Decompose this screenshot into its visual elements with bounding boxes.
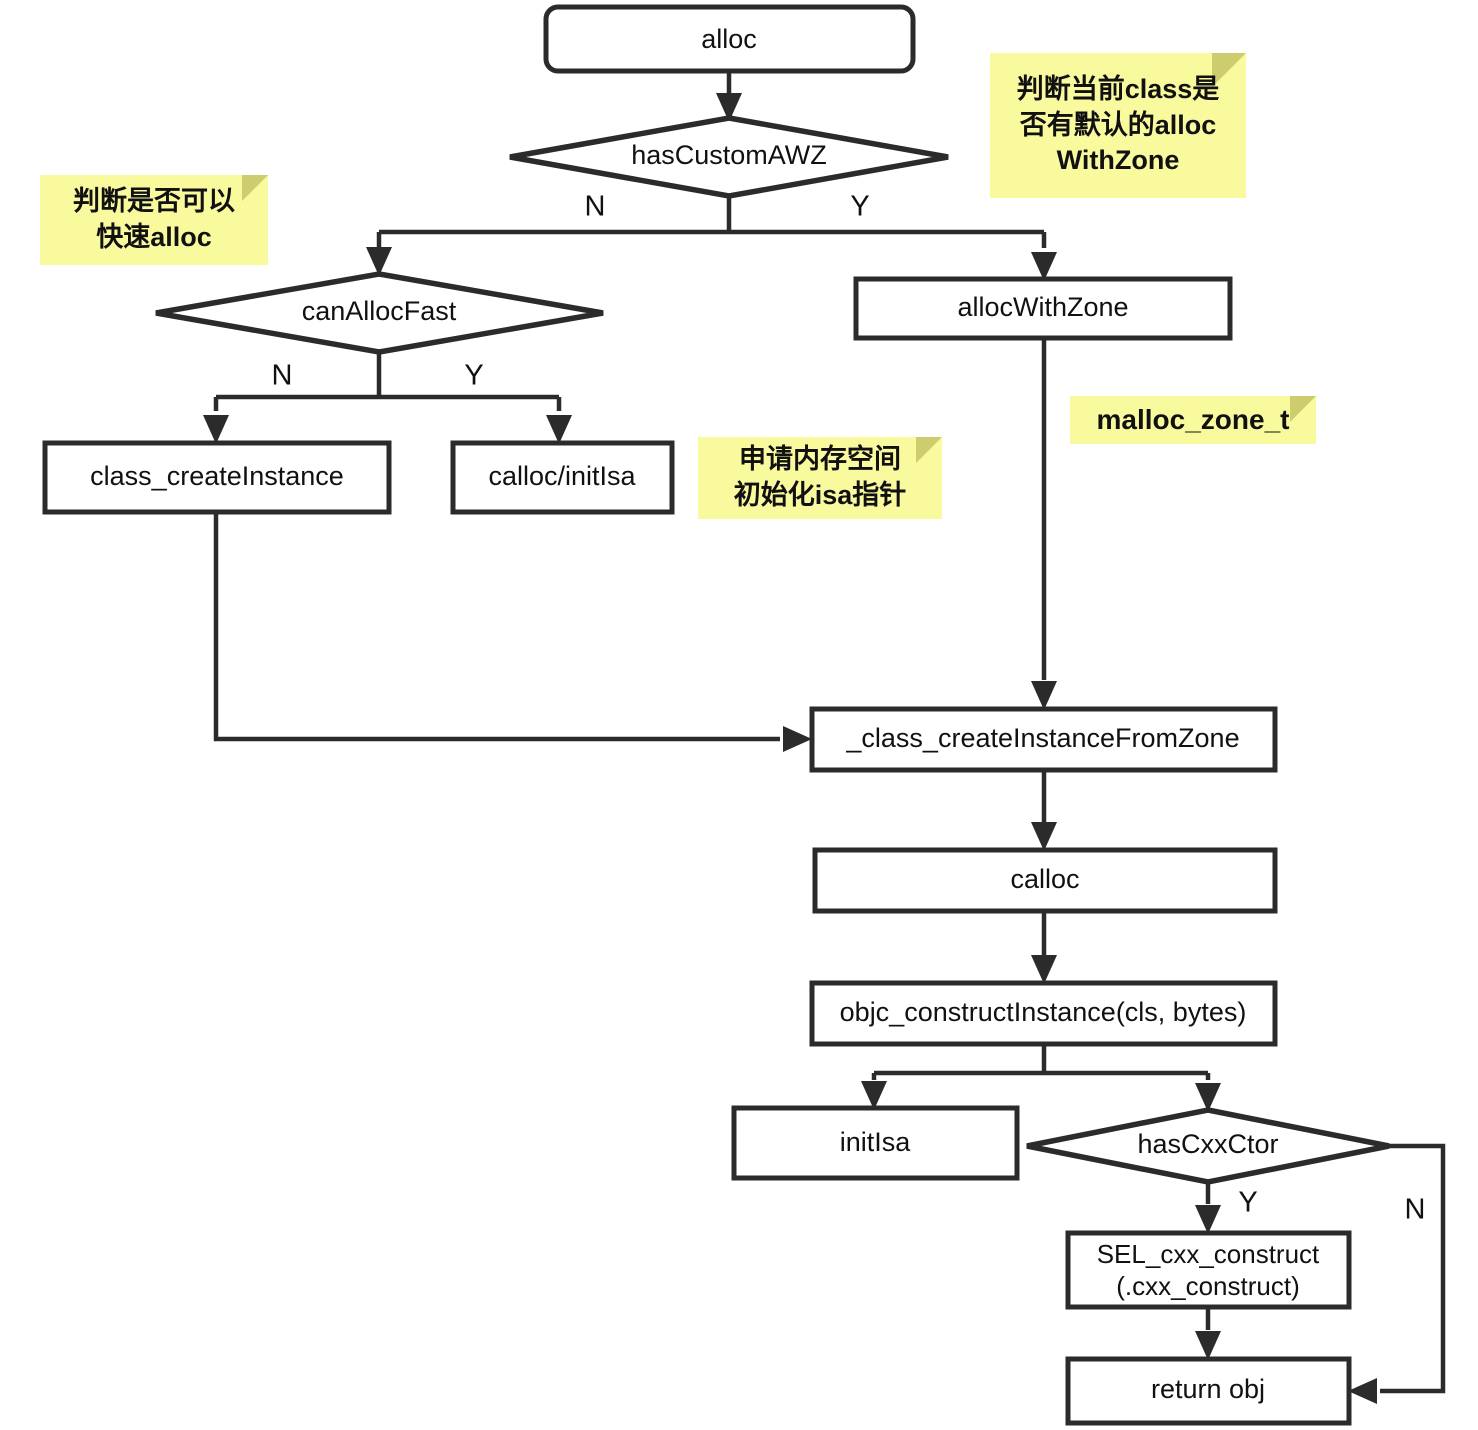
node-class-createinstance-label: class_createInstance: [90, 461, 344, 491]
node-calloc-label: calloc: [1010, 864, 1079, 894]
arrowhead-selcxx-to-returnobj: [1195, 1331, 1221, 1360]
edge-label-canallocfast-y: Y: [464, 360, 483, 392]
node-class-createinstance-shape[interactable]: [42, 440, 392, 515]
node-calloc-shape[interactable]: [812, 847, 1278, 914]
node-hascustomawz[interactable]: hasCustomAWZ: [509, 115, 949, 199]
arrowhead-allocwithzone-to-fromzone: [1031, 681, 1057, 710]
node-alloc[interactable]: alloc: [543, 4, 916, 74]
arrowhead-fromzone-to-calloc: [1031, 822, 1057, 851]
edge-classcreateinstance-to-fromzone: [213, 512, 780, 742]
node-allocwithzone-shape[interactable]: [853, 276, 1233, 341]
note-memory-isa: 申请内存空间 初始化isa指针: [698, 437, 942, 519]
arrowhead-hascxxctor-n-to-returnobj: [1348, 1378, 1377, 1404]
node-hascustomawz-shape[interactable]: [509, 115, 949, 199]
note-has-custom-awz-text: 判断当前class是 否有默认的alloc WithZone: [1016, 74, 1220, 176]
note-memory-isa-text: 申请内存空间 初始化isa指针: [733, 444, 907, 510]
edge-label-hascxxctor-y: Y: [1238, 1187, 1257, 1219]
node-sel-cxx-construct-label-line1: SEL_cxx_construct: [1097, 1239, 1320, 1269]
node-canallocfast-label: canAllocFast: [302, 296, 457, 326]
node-hascxxctor-shape[interactable]: [1026, 1107, 1390, 1185]
node-objc-constructinstance[interactable]: objc_constructInstance(cls, bytes): [809, 980, 1278, 1047]
node-alloc-label: alloc: [701, 24, 757, 54]
arrowhead-calloc-to-constructinstance: [1031, 955, 1057, 984]
node-allocwithzone[interactable]: allocWithZone: [853, 276, 1233, 341]
node-initisa-shape[interactable]: [731, 1105, 1020, 1181]
edge-label-hascxxctor-n: N: [1405, 1194, 1426, 1226]
note-malloc-zone-t-text: malloc_zone_t: [1096, 403, 1290, 435]
node-canallocfast-shape[interactable]: [155, 271, 604, 355]
arrowhead-alloc-to-hascustomawz: [716, 93, 742, 122]
arrowhead-canallocfast-n: [203, 415, 229, 444]
node-class-createinstancefromzone-shape[interactable]: [809, 706, 1278, 773]
node-return-obj[interactable]: return obj: [1065, 1356, 1352, 1426]
node-class-createinstancefromzone[interactable]: _class_createInstanceFromZone: [809, 706, 1278, 773]
node-initisa-label: initIsa: [840, 1127, 912, 1157]
node-hascxxctor-label: hasCxxCtor: [1137, 1129, 1278, 1159]
node-hascustomawz-label: hasCustomAWZ: [631, 140, 827, 170]
edge-label-hascustomawz-n: N: [585, 191, 606, 223]
edge-labels-layer: N Y N Y Y N: [272, 191, 1426, 1226]
arrowhead-hascxxctor-y: [1195, 1205, 1221, 1234]
node-canallocfast[interactable]: canAllocFast: [155, 271, 604, 355]
note-fold-corner-icon: [1212, 53, 1246, 87]
node-alloc-shape[interactable]: [543, 4, 916, 74]
note-can-alloc-fast-text: 判断是否可以 快速alloc: [73, 186, 235, 252]
edge-hascxxctor-n-to-returnobj: [1380, 1143, 1446, 1394]
edge-label-canallocfast-n: N: [272, 360, 293, 392]
node-class-createinstance[interactable]: class_createInstance: [42, 440, 392, 515]
node-allocwithzone-label: allocWithZone: [957, 292, 1128, 322]
nodes-layer: alloc hasCustomAWZ canAllocFast allocWit…: [42, 4, 1390, 1426]
edge-label-hascustomawz-y: Y: [850, 191, 869, 223]
node-class-createinstancefromzone-label: _class_createInstanceFromZone: [845, 723, 1239, 753]
note-can-alloc-fast: 判断是否可以 快速alloc: [40, 175, 268, 265]
edges-layer: [203, 71, 1446, 1404]
arrowhead-constructinstance-to-hascxxctor: [1195, 1083, 1221, 1112]
node-objc-constructinstance-label: objc_constructInstance(cls, bytes): [840, 997, 1247, 1027]
node-calloc-initisa[interactable]: calloc/initIsa: [450, 440, 675, 515]
node-calloc-initisa-shape[interactable]: [450, 440, 675, 515]
arrowhead-canallocfast-y: [546, 415, 572, 444]
arrowhead-hascustomawz-y: [1031, 252, 1057, 281]
arrowhead-classcreateinstance-to-fromzone: [783, 726, 812, 752]
node-calloc[interactable]: calloc: [812, 847, 1278, 914]
note-has-custom-awz: 判断当前class是 否有默认的alloc WithZone: [990, 53, 1246, 198]
node-objc-constructinstance-shape[interactable]: [809, 980, 1278, 1047]
node-hascxxctor[interactable]: hasCxxCtor: [1026, 1107, 1390, 1185]
note-malloc-zone-t: malloc_zone_t: [1070, 396, 1316, 444]
arrowhead-constructinstance-to-initisa: [861, 1081, 887, 1110]
note-fold-corner-icon: [1290, 396, 1316, 422]
node-initisa[interactable]: initIsa: [731, 1105, 1020, 1181]
node-sel-cxx-construct-label-line2: (.cxx_construct): [1116, 1271, 1300, 1301]
node-calloc-initisa-label: calloc/initIsa: [488, 461, 636, 491]
node-sel-cxx-construct[interactable]: SEL_cxx_construct (.cxx_construct): [1065, 1230, 1352, 1310]
note-fold-corner-icon: [242, 175, 268, 201]
node-sel-cxx-construct-shape[interactable]: [1065, 1230, 1352, 1310]
node-return-obj-shape[interactable]: [1065, 1356, 1352, 1426]
arrowhead-hascustomawz-n: [366, 247, 392, 276]
node-return-obj-label: return obj: [1151, 1374, 1265, 1404]
note-fold-corner-icon: [916, 437, 942, 463]
